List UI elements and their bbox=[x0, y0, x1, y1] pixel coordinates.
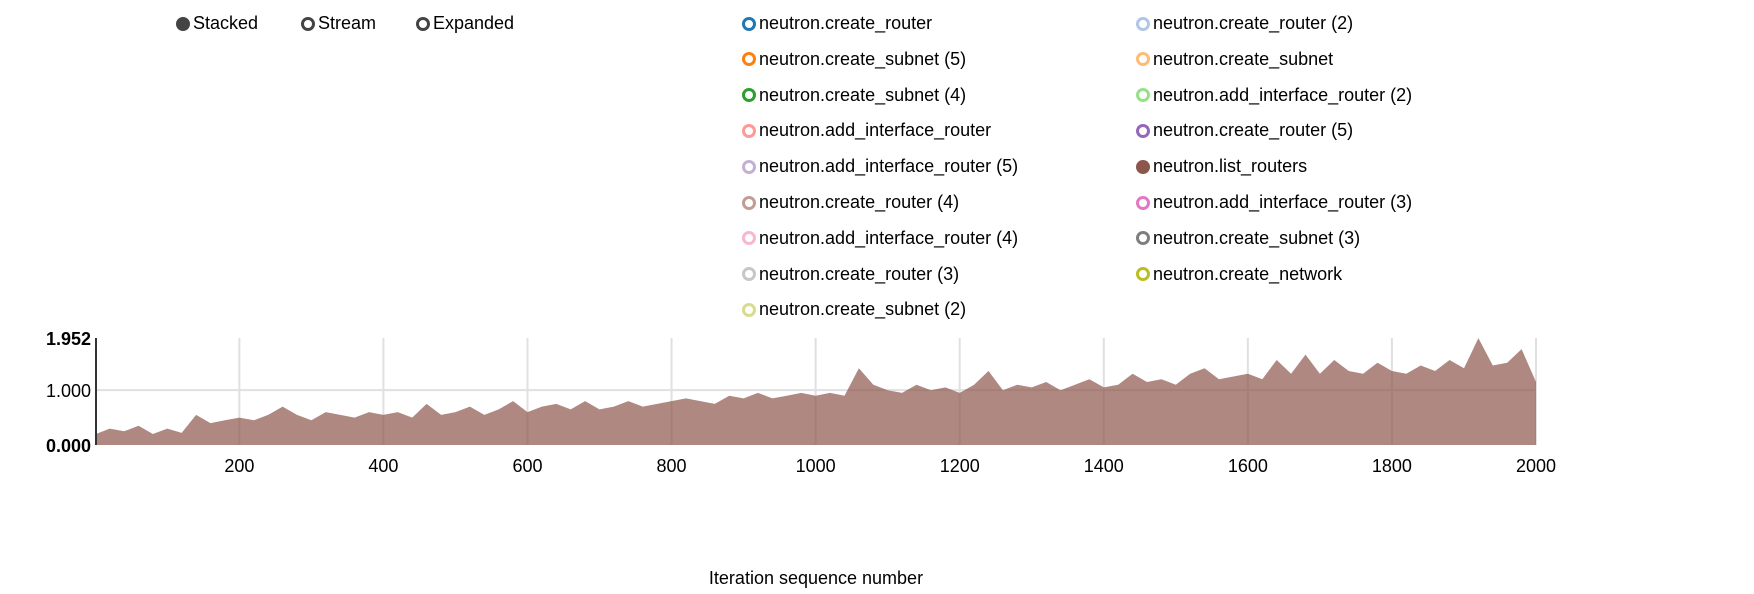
legend-circle-icon bbox=[1136, 267, 1150, 282]
legend-item[interactable]: neutron.create_router (2) bbox=[1136, 13, 1353, 34]
radio-icon bbox=[301, 16, 315, 31]
legend-circle-icon bbox=[1136, 52, 1150, 67]
y-tick-label: 0.000 bbox=[46, 436, 91, 456]
legend-circle-icon bbox=[742, 195, 756, 210]
x-tick-label: 1400 bbox=[1084, 456, 1124, 476]
legend-circle-icon bbox=[1136, 88, 1150, 103]
legend-item[interactable]: neutron.add_interface_router (3) bbox=[1136, 192, 1412, 213]
legend-circle-icon bbox=[742, 88, 756, 103]
legend-label: neutron.add_interface_router (2) bbox=[1153, 84, 1413, 105]
legend-label: neutron.create_subnet (2) bbox=[759, 299, 967, 320]
legend-circle-icon bbox=[742, 302, 756, 317]
legend-label: neutron.create_subnet bbox=[1153, 48, 1334, 69]
legend-item[interactable]: neutron.create_router bbox=[742, 13, 932, 34]
legend-label: neutron.create_subnet (4) bbox=[759, 84, 967, 105]
x-tick-label: 1000 bbox=[796, 456, 836, 476]
legend-circle-icon bbox=[742, 159, 756, 174]
legend-item[interactable]: neutron.create_network bbox=[1136, 264, 1342, 285]
x-tick-label: 1800 bbox=[1372, 456, 1412, 476]
areas bbox=[96, 338, 1536, 445]
control-stream[interactable]: Stream bbox=[301, 13, 376, 34]
legend-label: neutron.create_subnet (5) bbox=[759, 48, 967, 69]
control-label: Stacked bbox=[193, 13, 259, 33]
legend-circle-icon bbox=[1136, 16, 1150, 31]
legend-item[interactable]: neutron.create_subnet (2) bbox=[742, 299, 966, 320]
y-tick-label: 1.952 bbox=[46, 329, 91, 349]
area-series-neutron.list_routers[interactable] bbox=[96, 338, 1536, 445]
legend-item[interactable]: neutron.create_subnet (5) bbox=[742, 49, 966, 70]
legend-item[interactable]: neutron.create_subnet bbox=[1136, 49, 1333, 70]
radio-icon bbox=[176, 16, 190, 31]
legend-circle-icon bbox=[742, 52, 756, 67]
x-tick-label: 1600 bbox=[1228, 456, 1268, 476]
control-label: Expanded bbox=[433, 13, 515, 33]
legend-item[interactable]: neutron.create_subnet (3) bbox=[1136, 228, 1360, 249]
x-tick-label: 1200 bbox=[940, 456, 980, 476]
x-tick-label: 800 bbox=[657, 456, 687, 476]
y-axis: 0.000 1.000 1.952 bbox=[46, 329, 97, 456]
radio-icon bbox=[416, 16, 430, 31]
legend-circle-icon bbox=[1136, 159, 1150, 174]
legend-item[interactable]: neutron.list_routers bbox=[1136, 156, 1307, 177]
x-tick-label: 200 bbox=[224, 456, 254, 476]
legend-label: neutron.create_router bbox=[759, 13, 933, 33]
legend-label: neutron.add_interface_router (4) bbox=[759, 227, 1019, 248]
legend-item[interactable]: neutron.create_router (3) bbox=[742, 264, 959, 285]
legend-circle-icon bbox=[742, 123, 756, 138]
legend-item[interactable]: neutron.create_router (5) bbox=[1136, 120, 1353, 141]
legend-label: neutron.add_interface_router bbox=[759, 120, 992, 141]
legend-item[interactable]: neutron.add_interface_router (2) bbox=[1136, 85, 1412, 106]
legend-item[interactable]: neutron.add_interface_router (5) bbox=[742, 156, 1018, 177]
x-axis: 200 400 600 800 1000 1200 1400 1600 1800 2000 bbox=[224, 456, 1556, 476]
legend-label: neutron.add_interface_router (3) bbox=[1153, 192, 1413, 212]
legend-circle-icon bbox=[1136, 195, 1150, 210]
legend-circle-icon bbox=[1136, 123, 1150, 138]
y-tick-label: 1.000 bbox=[46, 381, 91, 401]
legend-circle-icon bbox=[742, 231, 756, 246]
legend-item[interactable]: neutron.create_router (4) bbox=[742, 192, 959, 213]
x-tick-label: 600 bbox=[512, 456, 542, 476]
legend-circle-icon bbox=[742, 267, 756, 282]
legend-label: neutron.create_network bbox=[1153, 263, 1343, 284]
control-label: Stream bbox=[318, 13, 377, 33]
legend-label: neutron.create_router (2) bbox=[1153, 13, 1354, 33]
legend-item[interactable]: neutron.create_subnet (4) bbox=[742, 85, 966, 106]
legend-label: neutron.create_router (3) bbox=[759, 263, 960, 284]
legend-label: neutron.create_router (4) bbox=[759, 192, 960, 212]
legend-label: neutron.create_router (5) bbox=[1153, 120, 1354, 141]
legend-label: neutron.create_subnet (3) bbox=[1153, 227, 1361, 248]
control-expanded[interactable]: Expanded bbox=[416, 13, 514, 34]
legend-label: neutron.list_routers bbox=[1153, 156, 1308, 177]
x-tick-label: 400 bbox=[368, 456, 398, 476]
legend-circle-icon bbox=[742, 16, 756, 31]
x-tick-label: 2000 bbox=[1516, 456, 1556, 476]
legend-circle-icon bbox=[1136, 231, 1150, 246]
control-stacked[interactable]: Stacked bbox=[176, 13, 258, 34]
legend-label: neutron.add_interface_router (5) bbox=[759, 156, 1019, 177]
x-axis-label: Iteration sequence number bbox=[709, 568, 923, 588]
legend-item[interactable]: neutron.add_interface_router (4) bbox=[742, 228, 1018, 249]
legend-item[interactable]: neutron.add_interface_router bbox=[742, 120, 991, 141]
